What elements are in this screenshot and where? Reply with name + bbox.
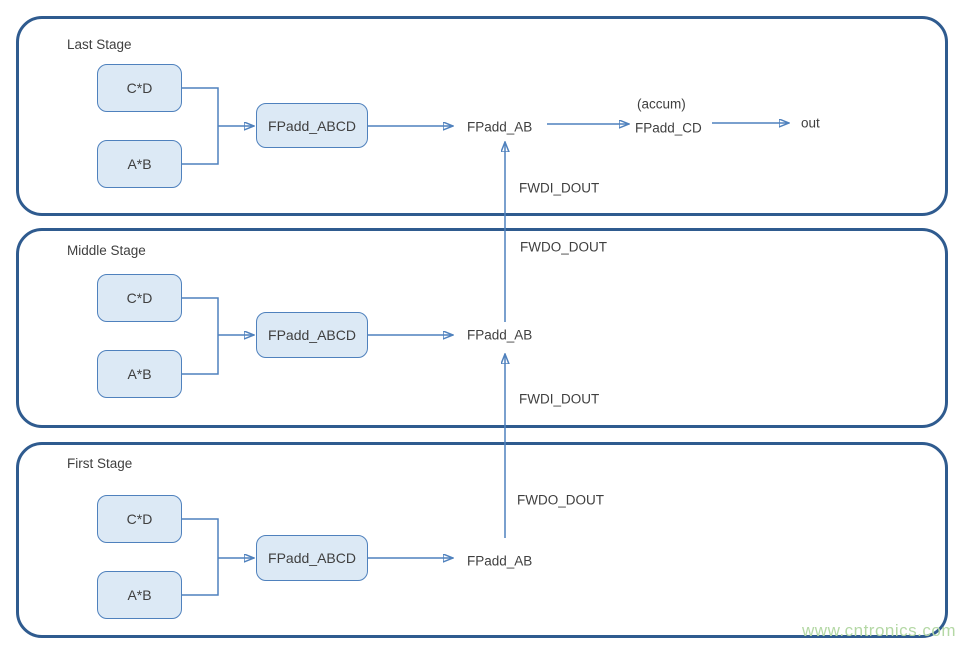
mult-cd-box: C*D [97,64,182,112]
stage-middle: Middle Stage FWDO_DOUT C*D A*B FPadd_ABC… [16,228,948,428]
mult-cd-box: C*D [97,274,182,322]
fpadd-ab-label: FPadd_AB [467,553,533,569]
stage-label: First Stage [67,456,133,471]
stage-label: Last Stage [67,37,132,52]
fpadd-abcd-box: FPadd_ABCD [256,312,368,358]
fpadd-ab-label: FPadd_AB [467,327,533,343]
accum-note: (accum) [637,96,686,112]
fwdi-dout-label: FWDI_DOUT [519,180,600,196]
watermark: www.cntronics.com [802,621,956,640]
fwdo-dout-label: FWDO_DOUT [520,239,607,255]
fpadd-abcd-box: FPadd_ABCD [256,535,368,581]
out-label: out [801,115,820,131]
fpadd-abcd-box: FPadd_ABCD [256,103,368,148]
stage-last: Last Stage C*D A*B FPadd_ABCD FPadd_AB F… [16,16,948,216]
mult-ab-box: A*B [97,571,182,619]
fpadd-ab-label: FPadd_AB [467,119,533,135]
mult-ab-box: A*B [97,350,182,398]
fwdo-dout-label: FWDO_DOUT [517,492,604,508]
fpadd-cd-label: FPadd_CD [635,120,702,136]
mult-ab-box: A*B [97,140,182,188]
stage-label: Middle Stage [67,243,146,258]
mult-cd-box: C*D [97,495,182,543]
stage-first: First Stage FWDO_DOUT C*D A*B FPadd_ABCD… [16,442,948,638]
fwdi-dout-label: FWDI_DOUT [519,391,600,407]
